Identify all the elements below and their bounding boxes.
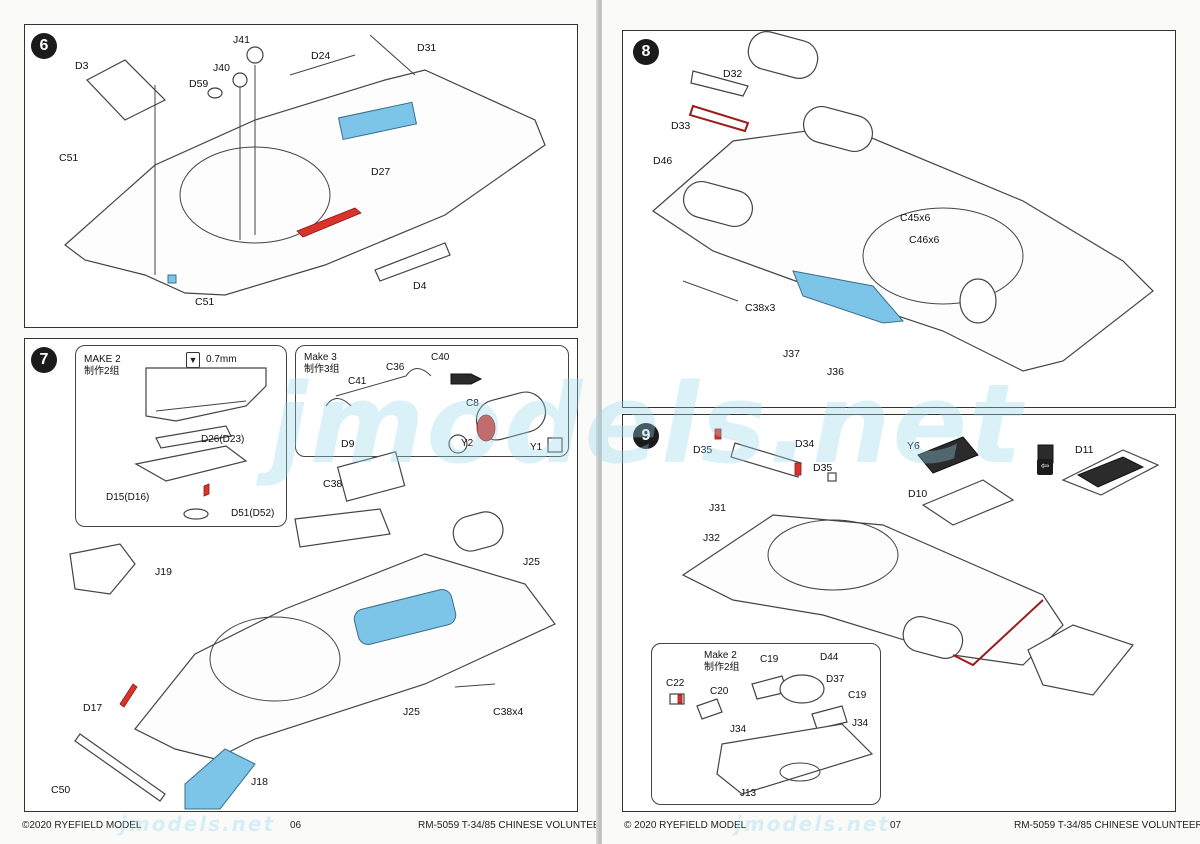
- label-j34-right: J34: [852, 718, 869, 729]
- label-d44: D44: [820, 652, 839, 663]
- label-c20: C20: [710, 686, 729, 697]
- make-count-cn: 制作3组: [304, 364, 340, 375]
- label-c19-top: C19: [760, 654, 779, 665]
- page-left: 6 D3 J41 J40 D59 D24 D31 D27 C51 D4 C51: [0, 0, 607, 844]
- label-d24: D24: [311, 50, 331, 62]
- label-c36: C36: [386, 362, 405, 373]
- make-count-cn: 制作2组: [704, 662, 740, 673]
- part-d59-icon: [207, 87, 223, 99]
- page-right: 8 D32 D33 D46 C45x6 C46x6 C38x3 J37 J36 …: [602, 0, 1200, 844]
- label-c38x4: C38x4: [493, 706, 524, 718]
- label-d4: D4: [413, 280, 427, 292]
- label-j36: J36: [827, 366, 844, 378]
- label-j32: J32: [703, 532, 720, 544]
- step-7-subassembly-right: Make 3 制作3组 C36 C40 C41 C8 Y2 Y1: [295, 345, 569, 457]
- label-d27: D27: [371, 166, 391, 178]
- step-7-badge: 7: [31, 347, 57, 373]
- label-c22: C22: [666, 678, 685, 689]
- label-y1: Y1: [530, 442, 543, 453]
- label-d35-left: D35: [693, 444, 713, 456]
- label-j34-left: J34: [730, 724, 747, 735]
- step-8-panel: 8 D32 D33 D46 C45x6 C46x6 C38x3 J37 J36: [622, 30, 1176, 408]
- watermark-footer-left: jmodels.net: [120, 812, 276, 836]
- label-j37: J37: [783, 348, 800, 360]
- label-d10: D10: [908, 488, 928, 500]
- part-d3-icon: [86, 59, 167, 121]
- page-gutter: [596, 0, 604, 844]
- label-y2: Y2: [461, 438, 474, 449]
- step-7-hull-drawing: [69, 451, 556, 810]
- label-c46x6: C46x6: [909, 234, 940, 246]
- label-c50: C50: [51, 784, 71, 796]
- label-j25-top: J25: [523, 556, 540, 568]
- step-8-badge: 8: [633, 39, 659, 65]
- step-6-hull-drawing: [64, 34, 546, 296]
- step-9-panel: 9 D35 D34 D35 Y6 D11 D10 J31 J32 ⇦ Make …: [622, 414, 1176, 812]
- label-y6: Y6: [907, 440, 920, 452]
- swap-arrow-icon: ⇦: [1037, 459, 1053, 475]
- label-j41: J41: [233, 34, 250, 46]
- label-d59: D59: [189, 78, 209, 90]
- step-9-subassembly-box: Make 2 制作2组 C22 C20 C19 D44 D37 C19 J34 …: [651, 643, 881, 805]
- label-d35-right: D35: [813, 462, 833, 474]
- label-c19-right: C19: [848, 690, 867, 701]
- label-j18: J18: [251, 776, 268, 788]
- label-c38: C38: [323, 478, 343, 490]
- make-count: MAKE 2: [84, 354, 121, 365]
- label-j25-bottom: J25: [403, 706, 420, 718]
- label-c45x6: C45x6: [900, 212, 931, 224]
- footer-page-number-right: 07: [890, 820, 902, 831]
- label-d9: D9: [341, 438, 355, 450]
- label-c51-bottom: C51: [195, 296, 215, 308]
- label-j19: J19: [155, 566, 172, 578]
- step-6-badge: 6: [31, 33, 57, 59]
- part-j40-icon: [232, 72, 248, 88]
- fuel-tank-subassembly-drawing: [325, 368, 563, 454]
- step-9-badge: 9: [633, 423, 659, 449]
- watermark-large: jmodels.net: [270, 360, 1024, 488]
- label-c41: C41: [348, 376, 367, 387]
- label-d32: D32: [723, 68, 743, 80]
- footer-copyright-right: © 2020 RYEFIELD MODEL: [624, 820, 747, 831]
- footer-page-number-left: 06: [290, 820, 302, 831]
- make-count: Make 3: [304, 352, 337, 363]
- label-j40: J40: [213, 62, 230, 74]
- step-7-panel: 7 MAKE 2 制作2组 ▼ 0.7mm D26(D23) D15(D16) …: [24, 338, 578, 812]
- label-d46: D46: [653, 155, 673, 167]
- footer-product-right: RM-5059 T-34/85 CHINESE VOLUNTEER: [1014, 820, 1200, 831]
- label-d31: D31: [417, 42, 437, 54]
- label-d26-d23: D26(D23): [201, 434, 245, 445]
- footer-product-left: RM-5059 T-34/85 CHINESE VOLUNTEER: [418, 820, 607, 831]
- label-d15-d16: D15(D16): [106, 492, 150, 503]
- make-count: Make 2: [704, 650, 737, 661]
- step-7-subassembly-left: MAKE 2 制作2组 ▼ 0.7mm D26(D23) D15(D16) D5…: [75, 345, 287, 527]
- step-9-subassembly-drawing: [669, 674, 874, 795]
- part-d4-icon: [374, 242, 451, 282]
- drill-size: 0.7mm: [206, 354, 237, 365]
- watermark-footer-right: jmodels.net: [735, 812, 891, 836]
- label-j13: J13: [740, 788, 757, 799]
- label-c8: C8: [466, 398, 479, 409]
- label-d17: D17: [83, 702, 103, 714]
- fender-part-drawing: [134, 367, 267, 520]
- make-count-cn: 制作2组: [84, 366, 120, 377]
- step-9-hull-drawing: [681, 428, 1160, 696]
- label-c38x3: C38x3: [745, 302, 776, 314]
- step-6-panel: 6 D3 J41 J40 D59 D24 D31 D27 C51 D4 C51: [24, 24, 578, 328]
- label-d51-d52: D51(D52): [231, 508, 275, 519]
- footer-copyright-left: ©2020 RYEFIELD MODEL: [22, 820, 142, 831]
- label-d34: D34: [795, 438, 815, 450]
- label-d37: D37: [826, 674, 845, 685]
- label-c40: C40: [431, 352, 450, 363]
- label-j31: J31: [709, 502, 726, 514]
- label-d33: D33: [671, 120, 691, 132]
- label-d3: D3: [75, 60, 89, 72]
- step-8-hull-drawing: [652, 31, 1154, 372]
- label-c51-top: C51: [59, 152, 79, 164]
- part-j41-icon: [246, 46, 264, 64]
- label-d11: D11: [1075, 444, 1094, 456]
